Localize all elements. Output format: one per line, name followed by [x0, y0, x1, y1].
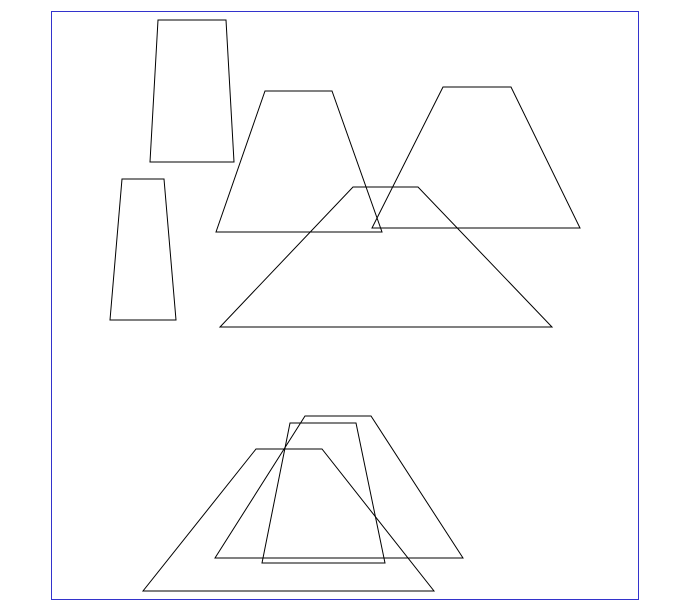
trapezoid-bottom-wide-left	[141, 448, 436, 592]
diagram-frame	[51, 11, 639, 600]
trapezoid-bottom-right-overlap	[214, 415, 464, 559]
trapezoid-tall-left	[109, 178, 177, 321]
trapezoid-tall-top-left	[149, 19, 235, 163]
trapezoid-wide-center	[218, 186, 554, 328]
trapezoid-bottom-narrow	[261, 422, 386, 564]
trapezoid-right	[371, 86, 581, 229]
trapezoid-middle	[215, 90, 383, 233]
